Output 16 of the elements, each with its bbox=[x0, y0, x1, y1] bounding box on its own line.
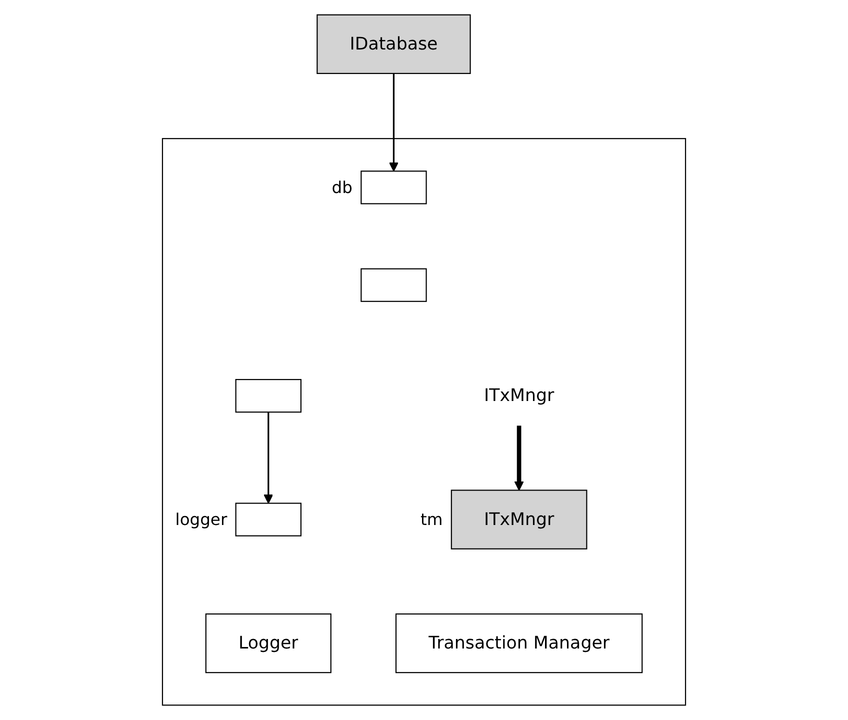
node-box: Logger bbox=[205, 613, 332, 674]
port-name: db bbox=[332, 178, 352, 197]
arrow bbox=[514, 425, 524, 491]
cluster bbox=[162, 138, 686, 706]
arrow bbox=[264, 412, 274, 504]
node-box: ITxMngr bbox=[450, 490, 588, 550]
port-name: logger bbox=[175, 510, 228, 529]
node-box bbox=[360, 170, 427, 204]
node-box bbox=[235, 502, 302, 536]
arrow bbox=[388, 73, 398, 172]
node-box bbox=[360, 268, 427, 302]
node-text: ITxMngr bbox=[484, 384, 554, 406]
node-box bbox=[235, 379, 302, 413]
node-box: Transaction Manager bbox=[395, 613, 643, 674]
node-box: IDatabase bbox=[316, 14, 471, 74]
port-name: tm bbox=[420, 510, 443, 529]
